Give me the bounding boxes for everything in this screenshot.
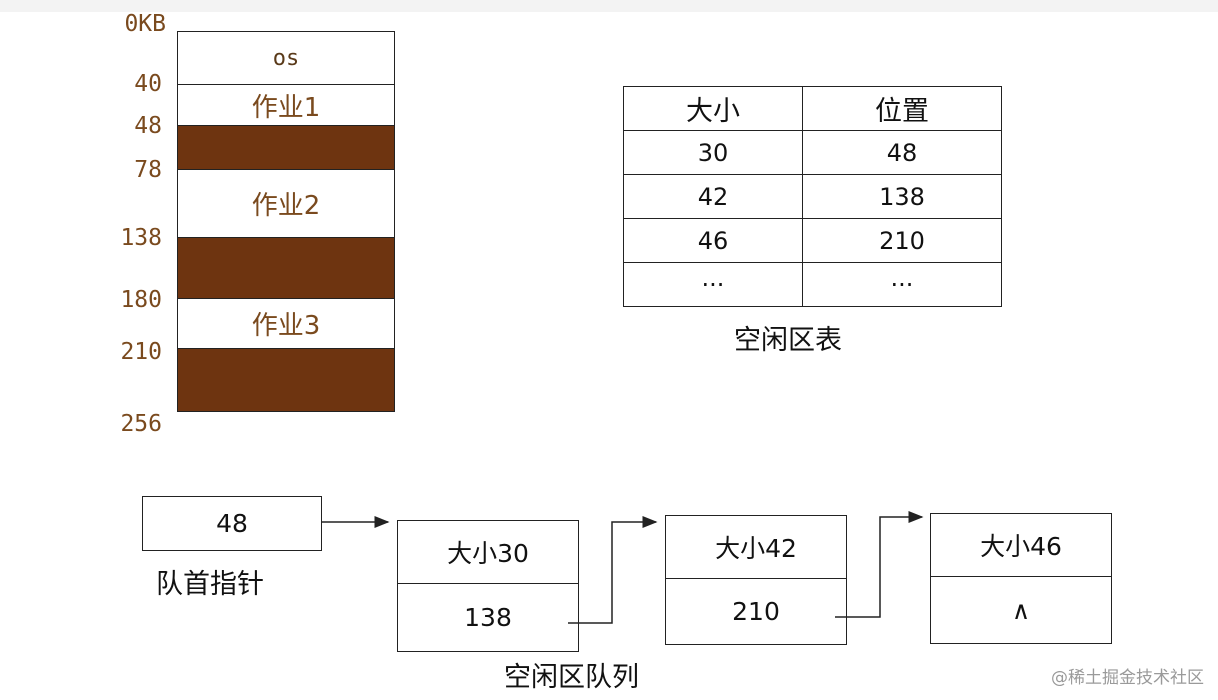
queue-head-caption: 队首指针 bbox=[156, 569, 264, 600]
address-label: 78 bbox=[134, 157, 162, 183]
table-cell: ··· bbox=[802, 262, 1002, 307]
address-label: 48 bbox=[134, 113, 162, 139]
queue-node: 大小46 ∧ bbox=[930, 513, 1112, 644]
table-header-size: 大小 bbox=[623, 86, 803, 131]
address-label: 256 bbox=[120, 411, 162, 437]
top-bar bbox=[0, 0, 1218, 12]
address-label: 138 bbox=[120, 225, 162, 251]
queue-node-size: 大小42 bbox=[715, 534, 797, 563]
queue-node: 大小42 210 bbox=[665, 515, 847, 645]
queue-node-size: 大小30 bbox=[447, 539, 529, 568]
arrow-node1-to-node2 bbox=[568, 516, 658, 624]
memory-block-free bbox=[177, 125, 395, 170]
table-row: ··· ··· bbox=[623, 262, 1002, 307]
address-label: 40 bbox=[134, 71, 162, 97]
watermark: @稀土掘金技术社区 bbox=[1051, 668, 1204, 688]
table-header-row: 大小 位置 bbox=[623, 86, 1002, 131]
table-row: 46 210 bbox=[623, 218, 1002, 263]
address-label: 210 bbox=[120, 339, 162, 365]
table-cell: 48 bbox=[802, 130, 1002, 175]
queue-node-next: ∧ bbox=[931, 576, 1111, 643]
arrow-node2-to-node3 bbox=[835, 511, 924, 618]
memory-block-label: os bbox=[272, 45, 300, 71]
queue-node-next: 210 bbox=[666, 578, 846, 644]
table-cell: 46 bbox=[623, 218, 803, 263]
table-cell: ··· bbox=[623, 262, 803, 307]
memory-block-label: 作业1 bbox=[251, 92, 321, 123]
queue-head-value: 48 bbox=[216, 509, 248, 538]
queue-node-size: 大小46 bbox=[980, 532, 1062, 561]
table-row: 30 48 bbox=[623, 130, 1002, 175]
table-cell: 30 bbox=[623, 130, 803, 175]
memory-block-label: 作业2 bbox=[251, 191, 321, 221]
queue-node: 大小30 138 bbox=[397, 520, 579, 652]
address-label: 0KB bbox=[124, 11, 166, 37]
table-row: 42 138 bbox=[623, 174, 1002, 219]
queue-node-next: 138 bbox=[398, 583, 578, 651]
table-cell: 42 bbox=[623, 174, 803, 219]
free-table-caption: 空闲区表 bbox=[734, 325, 842, 356]
address-label: 180 bbox=[120, 287, 162, 313]
memory-block-label: 作业3 bbox=[251, 311, 321, 341]
free-area-table: 大小 位置 30 48 42 138 46 210 ··· ··· bbox=[623, 86, 1002, 307]
queue-head-pointer-box: 48 bbox=[142, 496, 322, 551]
memory-block-free bbox=[177, 348, 395, 412]
queue-caption: 空闲区队列 bbox=[504, 662, 639, 693]
